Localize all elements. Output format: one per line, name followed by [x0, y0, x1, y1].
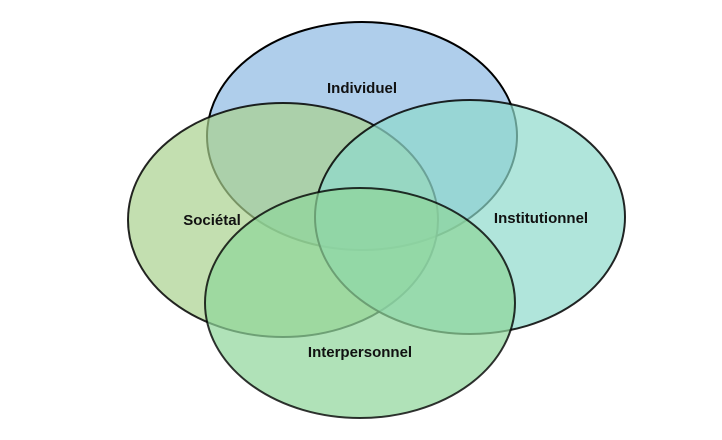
- label-institutionnel: Institutionnel: [494, 210, 588, 227]
- ellipse-interpersonnel: [204, 187, 516, 419]
- label-interpersonnel: Interpersonnel: [308, 344, 412, 361]
- label-individuel: Individuel: [327, 80, 397, 97]
- label-societal: Sociétal: [183, 212, 241, 229]
